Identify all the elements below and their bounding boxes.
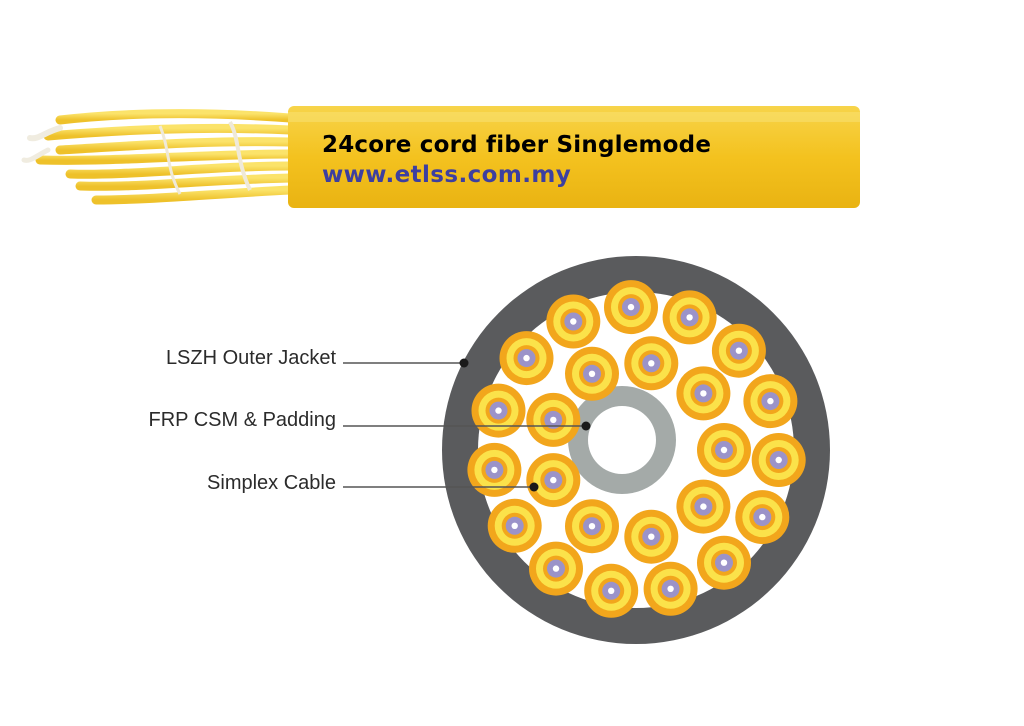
simplex-cable-23 — [499, 331, 554, 386]
simplex-cable-16 — [697, 535, 751, 590]
simplex-cable-24 — [546, 294, 601, 349]
cable-illustration — [21, 106, 860, 208]
simplex-cable-20 — [487, 498, 542, 553]
loose-fiber-strands — [21, 109, 295, 205]
simplex-cable-19 — [529, 541, 583, 596]
product-title: 24core cord fiber Singlemode — [322, 132, 712, 158]
website-url: www.etlss.com.my — [322, 162, 572, 188]
simplex-cable-8 — [526, 392, 581, 447]
simplex-cable-2 — [676, 366, 731, 421]
simplex-cable-3 — [697, 423, 751, 477]
callout-label-outer-jacket: LSZH Outer Jacket — [165, 347, 336, 369]
simplex-cable-5 — [624, 509, 679, 564]
simplex-cable-11 — [662, 290, 717, 345]
simplex-cable-9 — [565, 346, 619, 401]
simplex-cable-7 — [526, 453, 581, 508]
callout-label-frp: FRP CSM & Padding — [148, 409, 337, 431]
cable-jacket — [288, 106, 860, 208]
simplex-cable-14 — [751, 433, 806, 487]
callout-label-simplex: Simplex Cable — [207, 472, 336, 494]
simplex-cable-17 — [643, 561, 698, 616]
callout-leaders — [343, 362, 586, 488]
simplex-cable-6 — [565, 499, 619, 554]
simplex-cable-21 — [467, 442, 522, 497]
leader-dot-frp — [581, 421, 591, 431]
simplex-cable-13 — [743, 374, 798, 429]
simplex-cable-15 — [735, 490, 790, 545]
simplex-cable-4 — [676, 479, 731, 534]
leader-dot-simplex — [529, 482, 539, 492]
cable-cross-section — [442, 256, 830, 644]
simplex-cables — [467, 280, 806, 618]
simplex-cable-22 — [471, 383, 526, 438]
simplex-cable-18 — [584, 563, 639, 618]
leader-dot-jacket — [459, 358, 469, 368]
simplex-cable-1 — [624, 336, 679, 391]
simplex-cable-10 — [604, 280, 658, 335]
simplex-cable-12 — [711, 323, 766, 378]
